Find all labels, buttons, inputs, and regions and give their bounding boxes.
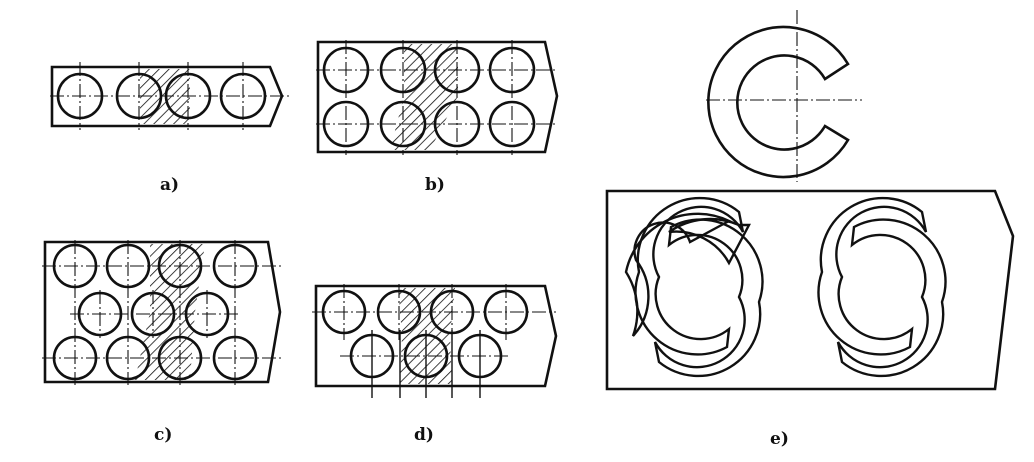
strip-outline [605,189,1015,391]
hatched-step [135,244,205,380]
label-c: c) [154,425,172,445]
label-d: d) [414,425,434,445]
nested-pair-right [817,196,947,378]
strip-outline [316,40,559,154]
hatched-step [390,44,458,150]
c-shaped-part [706,10,862,182]
strip-outline [314,284,558,388]
strip-outline [50,65,284,128]
strip-outline [43,240,282,384]
layout-e: e) [605,10,1015,449]
label-a: a) [160,175,179,195]
label-b: b) [425,175,445,195]
layout-c: c) [42,240,282,445]
label-e: e) [770,429,789,449]
layout-d: d) [312,284,558,445]
nested-pair-left [624,196,764,378]
c-part-outline [707,25,850,179]
layout-a: a) [50,62,290,195]
layout-b: b) [316,40,559,195]
